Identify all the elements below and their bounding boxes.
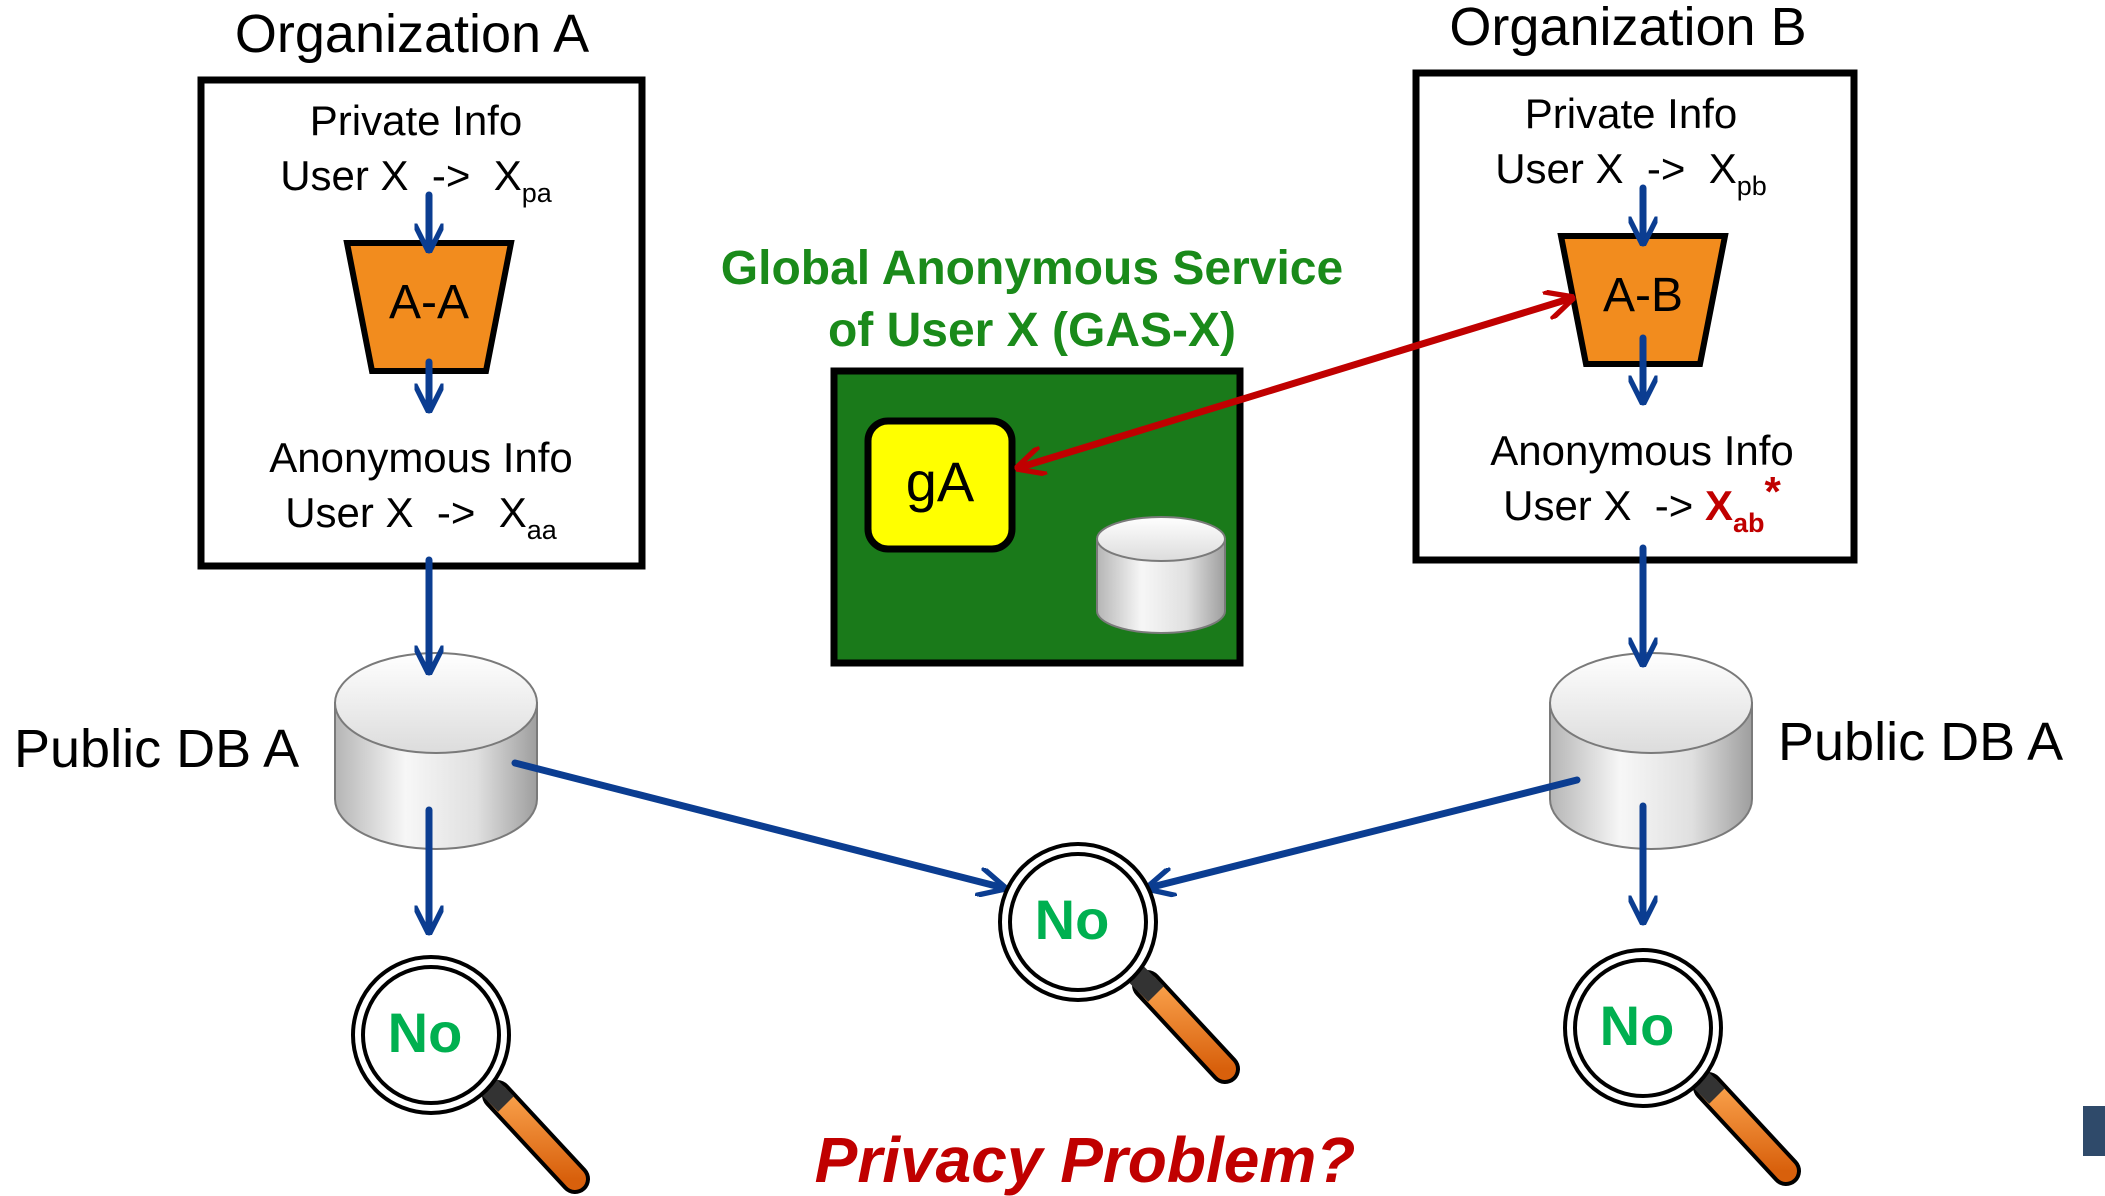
search-right-result: No [1600,994,1675,1057]
search-left-result: No [388,1001,463,1064]
gas-database-icon [1096,516,1226,634]
gas-service: Global Anonymous Service of User X (GAS-… [721,242,1343,667]
magnifier-center-icon [998,842,1240,1084]
anonymizer-a-label: A-A [389,276,469,329]
magnifier-left-icon [351,955,590,1194]
anonymizer-b-label: A-B [1603,269,1683,322]
org-a-private-heading: Private Info [310,97,522,144]
gas-title-line2: of User X (GAS-X) [828,304,1236,357]
org-b-title: Organization B [1449,0,1806,57]
org-a-title: Organization A [235,4,589,64]
public-db-left-label: Public DB A [14,719,299,779]
gas-title-line1: Global Anonymous Service [721,242,1343,295]
organization-a: Organization A Private Info User X -> Xp… [197,4,646,570]
org-a-private-mapping: User X -> Xpa [280,152,553,208]
anonymizer-a-shape [343,240,515,374]
slide-edge-marker [2083,1106,2105,1156]
link-arrow-gas-to-anonymizer-b [1018,298,1572,468]
org-a-anon-mapping: User X -> Xaa [285,489,558,545]
gas-key-box [864,417,1016,553]
public-db-right-icon [1549,652,1753,850]
org-a-anon-heading: Anonymous Info [269,434,573,481]
public-db-right: Public DB A [1549,652,2063,850]
org-b-anon-heading: Anonymous Info [1490,427,1794,474]
search-left: No [351,955,590,1194]
search-center: No [998,842,1240,1084]
search-center-result: No [1035,888,1110,951]
arrow-db-left-to-center-search [511,759,1004,888]
privacy-question: Privacy Problem? [815,1124,1356,1196]
magnifier-right-icon [1563,948,1801,1186]
arrow-db-right-to-center-search [1148,776,1581,888]
public-db-left-icon [334,652,538,850]
search-right: No [1563,948,1801,1186]
public-db-left: Public DB A [14,652,538,850]
public-db-right-label: Public DB A [1778,712,2063,772]
org-b-anon-mapping: User X -> Xab* [1503,468,1781,538]
flow-arrows [429,184,1643,936]
organization-b: Organization B Private Info User X -> Xp… [1412,0,1858,564]
gas-key-label: gA [906,450,975,513]
org-b-private-mapping: User X -> Xpb [1495,145,1767,201]
org-b-private-heading: Private Info [1525,90,1737,137]
